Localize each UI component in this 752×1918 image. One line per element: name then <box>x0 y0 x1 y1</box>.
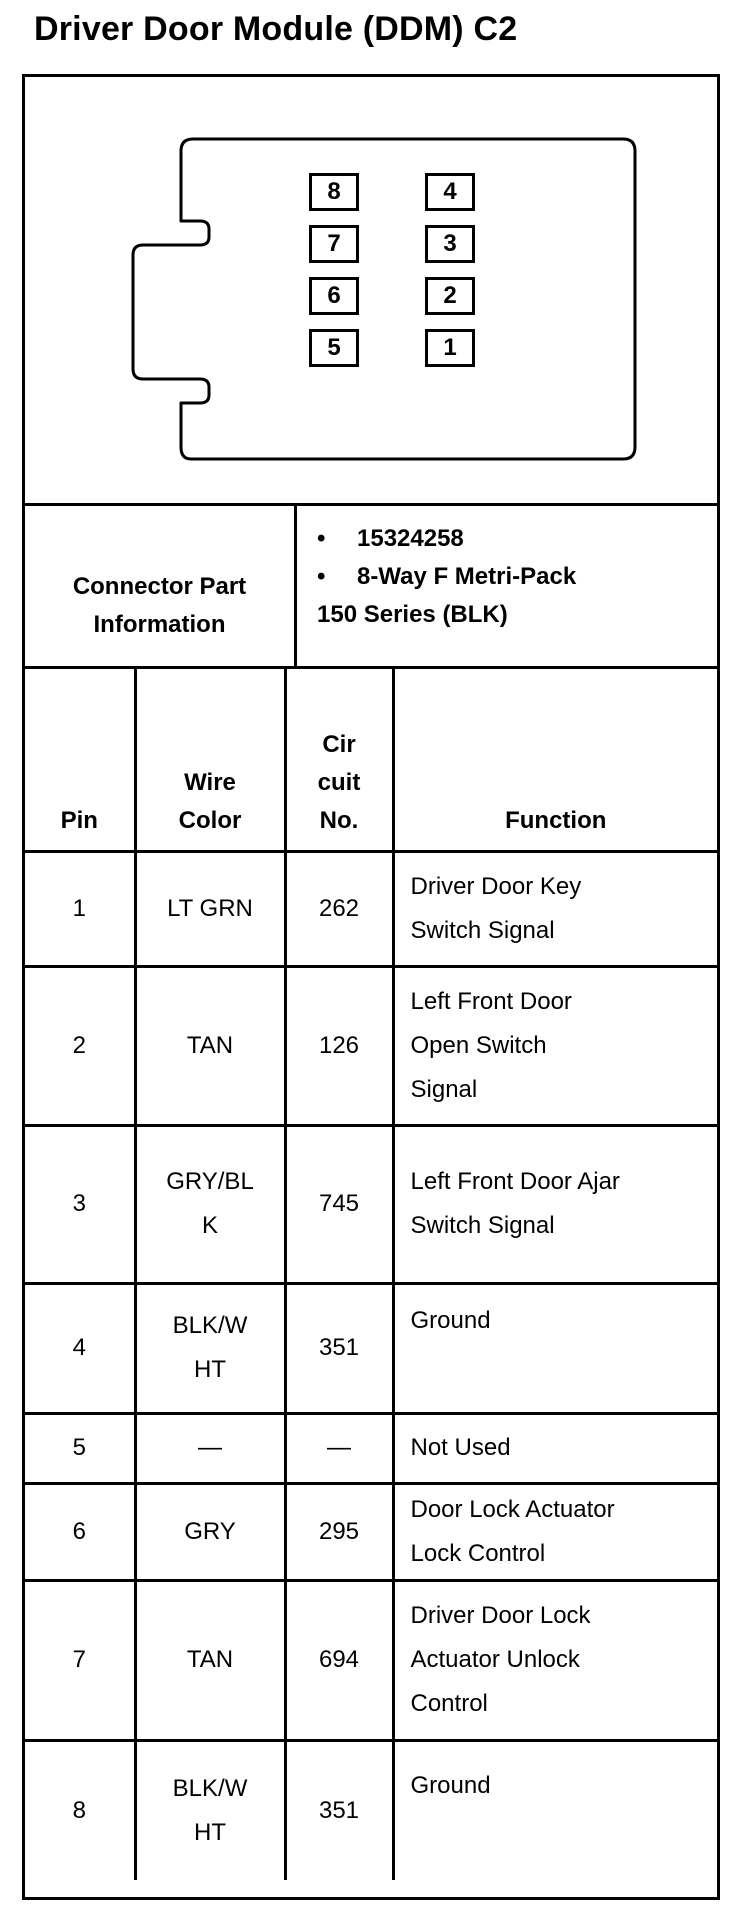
table-row: 2 TAN 126 Left Front Door Open Switch Si… <box>25 964 717 1127</box>
circuit-cell: 295 <box>283 1481 395 1582</box>
part-series: 150 Series (BLK) <box>317 601 508 628</box>
function-cell: Left Front Door Ajar Switch Signal <box>391 1123 717 1285</box>
connector-pin-cavity: 1 <box>425 329 475 367</box>
bullet: • <box>317 563 326 590</box>
function-cell: Ground <box>391 1281 717 1415</box>
connector-pin-cavity: 3 <box>425 225 475 263</box>
function-cell: Ground <box>391 1738 717 1880</box>
header-pin: Pin <box>25 669 137 853</box>
function-cell: Driver Door Key Switch Signal <box>391 849 717 968</box>
connector-pin-cavity: 7 <box>309 225 359 263</box>
bullet: • <box>317 525 326 552</box>
wire-color-cell: LT GRN <box>133 849 287 968</box>
pin-cell: 8 <box>25 1738 137 1880</box>
wire-color-cell: GRY/BLK <box>133 1123 287 1285</box>
function-cell: Left Front Door Open Switch Signal <box>391 964 717 1127</box>
pin-cell: 1 <box>25 849 137 968</box>
wire-color-cell: GRY <box>133 1481 287 1582</box>
header-wire-color: Wire Color <box>133 669 287 853</box>
pin-cell: 7 <box>25 1578 137 1742</box>
circuit-cell: 694 <box>283 1578 395 1742</box>
connector-part-info: Connector Part Information • 15324258 • 8-… <box>25 506 717 669</box>
connector-pin-cavity: 5 <box>309 329 359 367</box>
circuit-cell: 262 <box>283 849 395 968</box>
connector-pin-cavity: 4 <box>425 173 475 211</box>
circuit-cell: 745 <box>283 1123 395 1285</box>
circuit-cell: 351 <box>283 1281 395 1415</box>
connector-table: 8 4 7 3 6 2 5 1 Connector Part Informati… <box>22 74 720 1900</box>
table-row: 8 BLK/WHT 351 Ground <box>25 1738 717 1880</box>
connector-pin-cavity: 2 <box>425 277 475 315</box>
table-row: 5 — — Not Used <box>25 1411 717 1485</box>
wire-color-cell: TAN <box>133 1578 287 1742</box>
part-description: 8-Way F Metri-Pack <box>357 563 577 590</box>
wire-color-cell: BLK/WHT <box>133 1281 287 1415</box>
table-row: 7 TAN 694 Driver Door Lock Actuator Unlo… <box>25 1578 717 1742</box>
function-cell: Driver Door Lock Actuator Unlock Control <box>391 1578 717 1742</box>
connector-diagram: 8 4 7 3 6 2 5 1 <box>25 77 717 506</box>
circuit-cell: — <box>283 1411 395 1485</box>
wire-color-cell: TAN <box>133 964 287 1127</box>
pin-cell: 6 <box>25 1481 137 1582</box>
connector-pin-cavity: 8 <box>309 173 359 211</box>
wire-color-cell: — <box>133 1411 287 1485</box>
part-number: 15324258 <box>357 525 464 552</box>
table-row: 6 GRY 295 Door Lock Actuator Lock Contro… <box>25 1481 717 1582</box>
header-function: Function <box>391 669 717 853</box>
connector-outline <box>131 137 637 461</box>
table-row: 1 LT GRN 262 Driver Door Key Switch Sign… <box>25 849 717 968</box>
connector-part-info-label: Connector Part Information <box>25 506 297 666</box>
function-cell: Not Used <box>391 1411 717 1485</box>
connector-part-info-value: • 15324258 • 8-Way F Metri-Pack 150 Series… <box>317 520 576 634</box>
table-row: 3 GRY/BLK 745 Left Front Door Ajar Switc… <box>25 1123 717 1285</box>
wire-color-cell: BLK/WHT <box>133 1738 287 1880</box>
pinout-table: Pin Wire Color Cir cuit No. Function 1 L… <box>25 669 717 1880</box>
pin-cell: 2 <box>25 964 137 1127</box>
pin-cell: 3 <box>25 1123 137 1285</box>
header-circuit-no: Cir cuit No. <box>283 669 395 853</box>
pin-cell: 5 <box>25 1411 137 1485</box>
connector-pin-cavity: 6 <box>309 277 359 315</box>
page-title: Driver Door Module (DDM) C2 <box>34 10 518 48</box>
pin-cell: 4 <box>25 1281 137 1415</box>
circuit-cell: 126 <box>283 964 395 1127</box>
function-cell: Door Lock Actuator Lock Control <box>391 1481 717 1582</box>
table-header-row: Pin Wire Color Cir cuit No. Function <box>25 669 717 853</box>
table-row: 4 BLK/WHT 351 Ground <box>25 1281 717 1415</box>
circuit-cell: 351 <box>283 1738 395 1880</box>
